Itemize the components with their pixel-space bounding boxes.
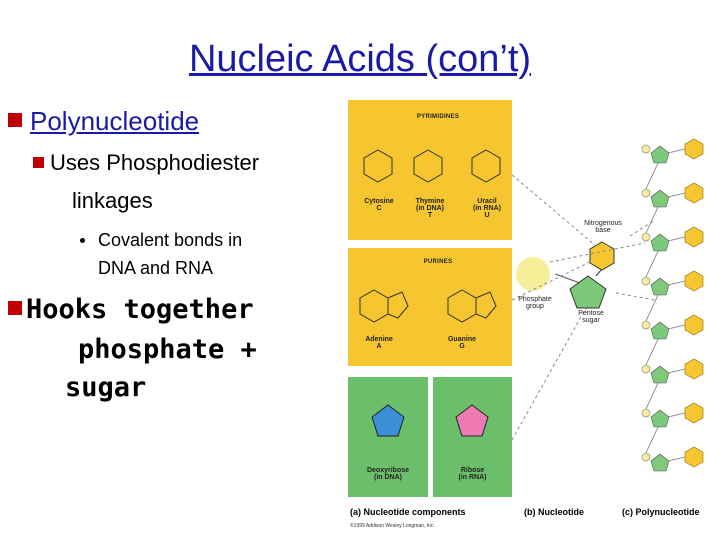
bullet-phosphodiester-line1: Uses Phosphodiester xyxy=(50,150,260,175)
chain-base-7 xyxy=(684,402,704,424)
uracil-label: Uracil (in RNA) U xyxy=(473,198,501,219)
chain-phosphate-2 xyxy=(641,188,651,198)
bullet-covalent-line1: Covalent bonds in xyxy=(98,230,243,250)
bullet-covalent-line2: DNA and RNA xyxy=(98,258,214,278)
pentose-sugar-label: Pentose sugar xyxy=(578,310,604,324)
deoxyribose-label: Deoxyribose (in DNA) xyxy=(366,467,410,481)
phosphate-circle xyxy=(516,257,550,291)
bullet-marker-2 xyxy=(33,157,44,168)
chain-sugar-6 xyxy=(650,365,670,384)
bullet-hooks-line3: sugar xyxy=(65,372,147,403)
thymine-label: Thymine (in DNA) T xyxy=(415,198,445,219)
nitrogenous-base-shape xyxy=(589,241,615,271)
polynucleotide-chain xyxy=(641,138,704,472)
chain-phosphate-7 xyxy=(641,408,651,418)
bullet-polynucleotide: Polynucleotide xyxy=(30,106,200,136)
sugars-panel-deoxyribose xyxy=(348,377,428,497)
chain-sugar-8 xyxy=(650,453,670,472)
bullet-hooks-line2: phosphate + xyxy=(78,334,257,365)
chain-link-7 xyxy=(645,426,659,454)
chain-sugar-4 xyxy=(650,277,670,296)
pyrimidines-heading: Pyrimidines xyxy=(416,114,460,120)
chain-phosphate-1 xyxy=(641,144,651,154)
chain-link-5 xyxy=(645,338,659,366)
sugar-to-base xyxy=(595,269,602,277)
arrow-bases-to-base xyxy=(511,174,597,247)
slide-title: Nucleic Acids (con’t) xyxy=(188,38,532,80)
chain-sugar-7 xyxy=(650,409,670,428)
chain-bond-2 xyxy=(667,192,686,198)
chain-link-3 xyxy=(645,250,659,278)
nitrogenous-base-label: Nitrogenous base xyxy=(584,220,622,234)
arrow-phosphate-to-chain xyxy=(549,242,646,263)
chain-base-3 xyxy=(684,226,704,248)
cytosine-label: Cytosine C xyxy=(364,198,394,212)
chain-bond-1 xyxy=(667,148,686,154)
chain-bond-6 xyxy=(667,368,686,374)
chain-sugar-5 xyxy=(650,321,670,340)
chain-base-6 xyxy=(684,358,704,380)
chain-bond-4 xyxy=(667,280,686,286)
bullet-hooks-line1: Hooks together xyxy=(26,294,254,325)
chain-sugar-1 xyxy=(650,145,670,164)
sugars-panel-ribose xyxy=(433,377,512,497)
chain-phosphate-4 xyxy=(641,276,651,286)
pentose-sugar-shape xyxy=(569,275,607,309)
chain-sugar-2 xyxy=(650,189,670,208)
caption-polynucleotide: (c) Polynucleotide xyxy=(622,507,700,517)
chain-link-6 xyxy=(645,382,659,410)
bullet-marker-4 xyxy=(8,301,22,315)
chain-sugar-3 xyxy=(650,233,670,252)
caption-nucleotide: (b) Nucleotide xyxy=(524,507,584,517)
chain-link-1 xyxy=(645,162,659,190)
phosphate-group-label: Phosphate group xyxy=(518,296,552,310)
adenine-label: Adenine A xyxy=(365,336,393,350)
pyrimidines-panel xyxy=(348,100,512,240)
arrow-sugar-to-chain xyxy=(615,292,656,301)
bullet-marker-1 xyxy=(8,113,22,127)
chain-bond-7 xyxy=(667,412,686,418)
chain-phosphate-5 xyxy=(641,320,651,330)
copyright-notice: ©1999 Addison Wesley Longman, Inc. xyxy=(350,523,435,529)
bullet-phosphodiester-line2: linkages xyxy=(72,188,153,213)
chain-base-8 xyxy=(684,446,704,468)
chain-base-5 xyxy=(684,314,704,336)
arrow-base-to-chain xyxy=(629,219,656,237)
caption-nucleotide-components: (a) Nucleotide components xyxy=(350,507,466,517)
chain-link-2 xyxy=(645,206,659,234)
chain-link-4 xyxy=(645,294,659,322)
arrow-sugars-to-sugar xyxy=(511,307,587,441)
chain-base-2 xyxy=(684,182,704,204)
phosphate-to-sugar xyxy=(554,273,581,284)
bullet-marker-3 xyxy=(80,238,85,243)
arrow-purines-to-base xyxy=(511,261,591,301)
ribose-label: Ribose (in RNA) xyxy=(458,467,487,481)
chain-phosphate-3 xyxy=(641,232,651,242)
purines-heading: Purines xyxy=(423,259,453,265)
chain-phosphate-8 xyxy=(641,452,651,462)
chain-phosphate-6 xyxy=(641,364,651,374)
guanine-label: Guanine G xyxy=(447,336,476,350)
chain-base-1 xyxy=(684,138,704,160)
chain-bond-3 xyxy=(667,236,686,242)
chain-bond-8 xyxy=(667,456,686,462)
chain-base-4 xyxy=(684,270,704,292)
chain-bond-5 xyxy=(667,324,686,330)
